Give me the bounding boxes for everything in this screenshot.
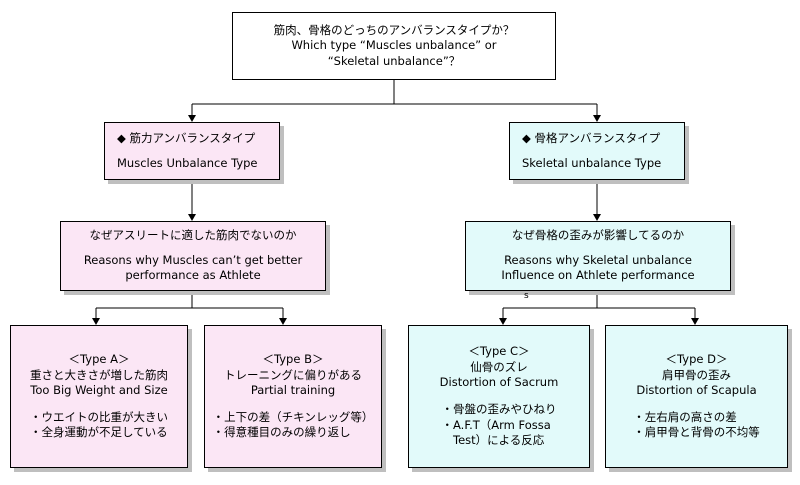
root-question-en-line1: Which type “Muscles unbalance” or <box>291 38 497 53</box>
type-a-box: ＜Type A＞ 重さと大きさが増した筋肉 Too Big Weight and… <box>10 325 188 468</box>
type-c-bullet-2: ・A.F.T（Arm Fossa <box>441 417 551 432</box>
skeletal-reason-box: なぜ骨格の歪みが影響してるのか Reasons why Skeletal unb… <box>465 221 731 291</box>
skeletal-reason-en-line2: Influence on Athlete performance <box>501 268 695 283</box>
skeletal-reason-en-line1: Reasons why Skeletal unbalance <box>504 252 692 267</box>
muscles-type-jp: ◆ 筋力アンバランスタイプ <box>117 130 256 145</box>
muscles-reason-en-line1: Reasons why Muscles can’t get better <box>83 252 303 267</box>
muscles-reason-en-line2: performance as Athlete <box>125 268 261 283</box>
stray-mark: s <box>524 291 529 301</box>
type-b-jp: トレーニングに偏りがある <box>224 367 362 382</box>
type-d-bullet-1: ・左右肩の高さの差 <box>633 409 737 424</box>
type-a-en: Too Big Weight and Size <box>30 383 168 398</box>
type-a-label: ＜Type A＞ <box>68 352 130 367</box>
skeletal-reason-jp: なぜ骨格の歪みが影響してるのか <box>511 228 685 243</box>
type-c-box: ＜Type C＞ 仙骨のズレ Distortion of Sacrum ・骨盤の… <box>408 325 590 468</box>
skeletal-type-en: Skeletal unbalance Type <box>522 155 662 170</box>
type-b-en: Partial training <box>250 383 336 398</box>
type-a-bullet-1: ・ウエイトの比重が大きい <box>30 409 168 424</box>
muscles-type-en: Muscles Unbalance Type <box>117 155 258 170</box>
type-b-bullet-2: ・得意種目のみの繰り返し <box>212 425 351 440</box>
type-c-jp: 仙骨のズレ <box>470 359 528 374</box>
root-question-en-line2: “Skeletal unbalance”？ <box>327 53 461 68</box>
type-d-bullet-2: ・肩甲骨と背骨の不均等 <box>633 425 760 440</box>
type-b-bullets: ・上下の差（チキンレッグ等） ・得意種目のみの繰り返し <box>213 410 374 441</box>
type-d-en: Distortion of Scapula <box>636 383 757 398</box>
root-question-box: 筋肉、骨格のどっちのアンバランスタイプか？ Which type “Muscle… <box>232 12 556 80</box>
type-b-box: ＜Type B＞ トレーニングに偏りがある Partial training ・… <box>204 325 382 468</box>
muscles-reason-box: なぜアスリートに適した筋肉でないのか Reasons why Muscles c… <box>60 221 326 291</box>
type-b-bullet-1: ・上下の差（チキンレッグ等） <box>212 409 374 424</box>
type-c-bullet-1: ・骨盤の歪みやひねり <box>441 402 557 416</box>
type-c-en: Distortion of Sacrum <box>439 375 559 390</box>
muscles-reason-jp: なぜアスリートに適した筋肉でないのか <box>89 228 297 243</box>
skeletal-type-jp: ◆ 骨格アンバランスタイプ <box>522 130 661 145</box>
type-c-bullets: ・骨盤の歪みやひねり ・A.F.T（Arm Fossa Test）による反応 <box>442 402 557 449</box>
type-d-jp: 肩甲骨の歪み <box>662 367 731 382</box>
muscles-unbalance-type-box: ◆ 筋力アンバランスタイプ Muscles Unbalance Type <box>104 122 280 180</box>
type-b-label: ＜Type B＞ <box>262 352 324 367</box>
type-d-box: ＜Type D＞ 肩甲骨の歪み Distortion of Scapula ・左… <box>605 325 788 468</box>
type-a-jp: 重さと大きさが増した筋肉 <box>30 367 168 382</box>
type-c-bullet-3: Test）による反応 <box>441 433 545 448</box>
type-d-label: ＜Type D＞ <box>665 352 728 367</box>
type-d-bullets: ・左右肩の高さの差 ・肩甲骨と背骨の不均等 <box>633 410 760 441</box>
root-question-jp: 筋肉、骨格のどっちのアンバランスタイプか？ <box>273 22 515 37</box>
type-c-label: ＜Type C＞ <box>468 344 530 359</box>
type-a-bullet-2: ・全身運動が不足している <box>30 425 168 440</box>
skeletal-unbalance-type-box: ◆ 骨格アンバランスタイプ Skeletal unbalance Type <box>509 122 685 180</box>
type-a-bullets: ・ウエイトの比重が大きい ・全身運動が不足している <box>30 410 168 441</box>
